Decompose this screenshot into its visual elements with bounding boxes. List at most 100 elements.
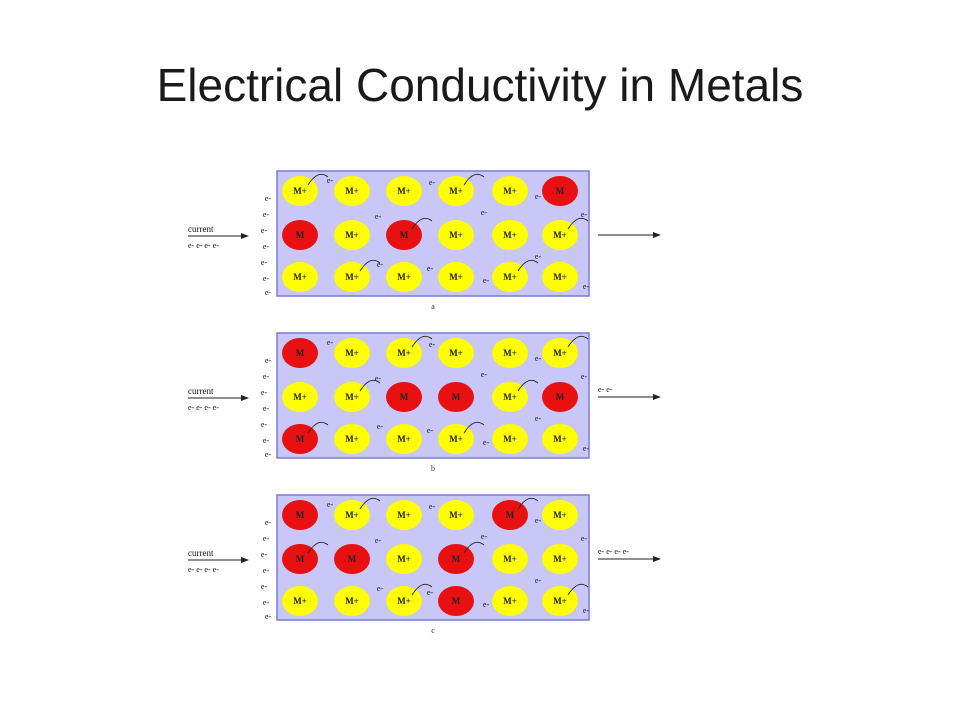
metal-ion-label: M+: [503, 554, 517, 564]
free-electron: e-: [263, 534, 270, 543]
free-electron: e-: [429, 502, 436, 511]
metal-ion-label: M+: [397, 554, 411, 564]
free-electron: e-: [263, 210, 270, 219]
free-electron: e-: [429, 340, 436, 349]
free-electron: e-: [265, 194, 272, 203]
free-electron: e-: [377, 260, 384, 269]
lattice-box: [276, 494, 590, 621]
electron-path: [411, 583, 433, 596]
free-electron: e-: [483, 600, 490, 609]
electron-path: [307, 421, 329, 434]
metal-ion: [492, 338, 528, 368]
metal-ion-label: M+: [449, 510, 463, 520]
metal-ion-label: M+: [503, 596, 517, 606]
metal-ion: [334, 176, 370, 206]
metal-ion-label: M+: [503, 392, 517, 402]
free-electron: e-: [377, 584, 384, 593]
metal-ion-label: M+: [397, 596, 411, 606]
free-electron: e-: [265, 288, 272, 297]
free-electron: e-: [375, 374, 382, 383]
free-electron: e-: [263, 436, 270, 445]
panel-caption: a: [431, 302, 435, 311]
free-electron: e-: [535, 576, 542, 585]
metal-ion-label: M+: [397, 510, 411, 520]
metal-ion-label: M+: [553, 510, 567, 520]
free-electron: e-: [427, 426, 434, 435]
electron-path: [567, 217, 589, 230]
free-electron: e-: [327, 338, 334, 347]
free-electron: e-: [535, 354, 542, 363]
free-electron: e-: [583, 282, 590, 291]
free-electron: e-: [265, 612, 272, 621]
metal-atom-label: M: [452, 392, 461, 402]
metal-ion-label: M+: [503, 272, 517, 282]
metal-ion-label: M+: [397, 272, 411, 282]
free-electron: e-: [535, 516, 542, 525]
metal-ion: [282, 262, 318, 292]
free-electron: e-: [263, 242, 270, 251]
free-electron: e-: [581, 210, 588, 219]
lattice-box: [276, 332, 590, 459]
metal-ion-label: M+: [449, 230, 463, 240]
metal-atom-label: M: [400, 230, 409, 240]
metal-ion-label: M+: [503, 348, 517, 358]
electron-path: [463, 173, 485, 186]
free-electron: e-: [327, 176, 334, 185]
metal-ion-label: M+: [503, 186, 517, 196]
free-electron: e-: [265, 518, 272, 527]
metal-ion: [438, 500, 474, 530]
metal-ion: [334, 220, 370, 250]
metal-atom: [334, 544, 370, 574]
free-electron: e-: [483, 438, 490, 447]
metal-ion-label: M+: [345, 230, 359, 240]
electron-path: [411, 335, 433, 348]
metal-ion: [438, 262, 474, 292]
free-electron: e-: [583, 444, 590, 453]
metal-atom-label: M: [348, 554, 357, 564]
metal-ion-label: M+: [345, 348, 359, 358]
electron-path: [517, 259, 539, 272]
metal-ion: [334, 586, 370, 616]
current-label: current: [188, 224, 214, 234]
metal-atom-label: M: [400, 392, 409, 402]
free-electron: e-: [265, 356, 272, 365]
outgoing-electrons: e- e- e- e-: [598, 547, 629, 556]
metal-ion: [386, 176, 422, 206]
electron-path: [359, 497, 381, 510]
metal-ion: [542, 262, 578, 292]
metal-atom: [386, 382, 422, 412]
free-electron: e-: [261, 420, 268, 429]
incoming-electrons: e- e- e- e-: [188, 403, 219, 412]
free-electron: e-: [583, 606, 590, 615]
metal-atom-label: M: [296, 510, 305, 520]
free-electron: e-: [481, 370, 488, 379]
metal-ion-label: M+: [293, 186, 307, 196]
metal-ion-label: M+: [345, 434, 359, 444]
free-electron: e-: [535, 414, 542, 423]
incoming-electrons: e- e- e- e-: [188, 565, 219, 574]
metal-ion-label: M+: [553, 596, 567, 606]
outgoing-electrons: e- e-: [598, 385, 613, 394]
metal-ion-label: M+: [553, 554, 567, 564]
free-electron: e-: [483, 276, 490, 285]
lattice-panel-c: current e- e- e- e-e- e- e- e-e-e-e-e-e-e…: [188, 494, 661, 635]
free-electron: e-: [427, 588, 434, 597]
electron-path: [307, 541, 329, 554]
panel-caption: c: [431, 626, 435, 635]
current-label: current: [188, 548, 214, 558]
free-electron: e-: [481, 532, 488, 541]
electron-path: [463, 541, 485, 554]
metal-atom: [282, 338, 318, 368]
free-electron: e-: [375, 212, 382, 221]
metal-atom-label: M: [556, 392, 565, 402]
free-electron: e-: [581, 372, 588, 381]
metal-ion-label: M+: [293, 272, 307, 282]
metal-ion: [492, 424, 528, 454]
free-electron: e-: [261, 550, 268, 559]
metal-ion-label: M+: [345, 510, 359, 520]
metal-atom-label: M: [296, 230, 305, 240]
metal-atom: [438, 586, 474, 616]
free-electron: e-: [263, 404, 270, 413]
metal-atom: [542, 382, 578, 412]
